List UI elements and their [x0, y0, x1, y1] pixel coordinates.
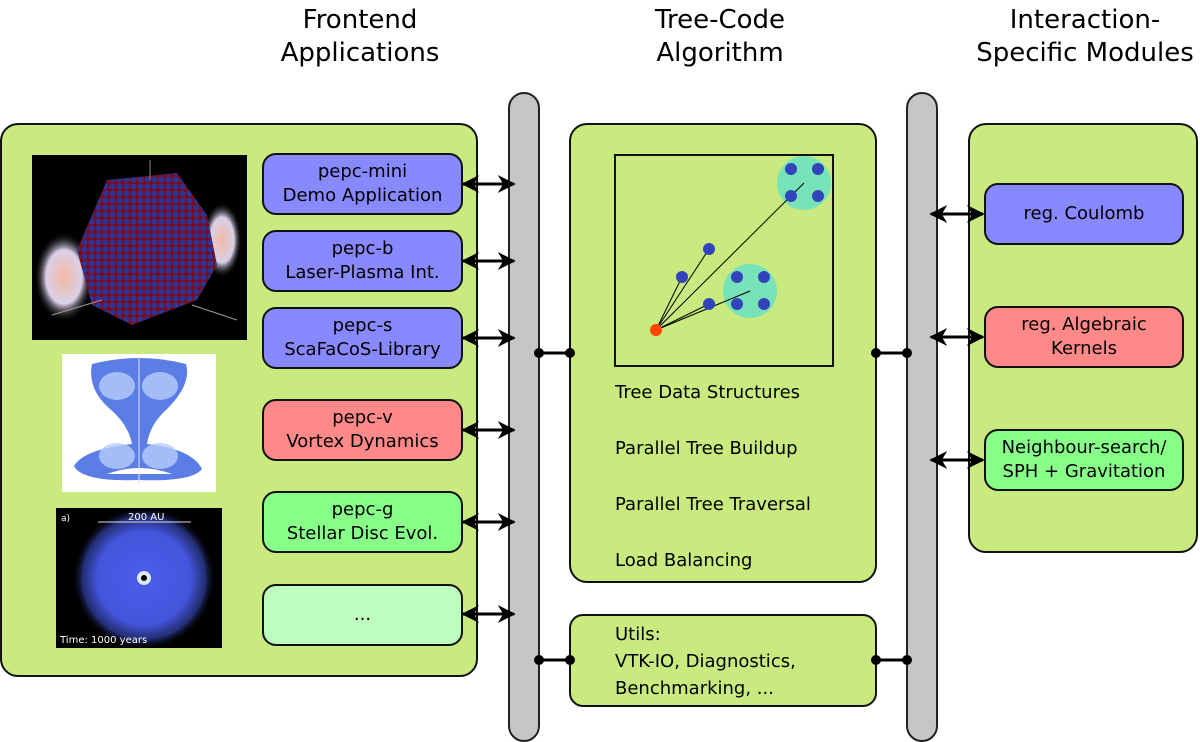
right-interface-bus	[906, 92, 938, 742]
crystal-render	[34, 160, 242, 325]
module-neighbour-search-sph[interactable]: Neighbour-search/ SPH + Gravitation	[984, 429, 1184, 491]
app-name: pepc-b	[331, 238, 394, 259]
app-desc: ScaFaCoS-Library	[284, 339, 441, 360]
module-label: SPH + Gravitation	[1002, 461, 1166, 482]
header-frontend-line1: Frontend	[302, 5, 418, 35]
utils-panel: Utils: VTK-IO, Diagnostics, Benchmarking…	[569, 614, 877, 707]
module-label: reg. Coulomb	[1023, 203, 1145, 224]
algo-parallel-tree-buildup: Parallel Tree Buildup	[615, 438, 798, 459]
particle-crystal	[77, 173, 217, 325]
particles	[676, 163, 824, 310]
app-pepc-b[interactable]: pepc-b Laser-Plasma Int.	[262, 230, 463, 292]
algo-tree-data-structures: Tree Data Structures	[615, 382, 801, 403]
module-reg-algebraic-kernels[interactable]: reg. Algebraic Kernels	[984, 306, 1184, 368]
interaction-line	[655, 248, 710, 331]
app-pepc-v[interactable]: pepc-v Vortex Dynamics	[262, 399, 463, 461]
header-tree-line2: Algorithm	[656, 38, 784, 68]
app-name: pepc-v	[332, 407, 393, 428]
app-desc: Demo Application	[282, 185, 443, 206]
algo-load-balancing: Load Balancing	[615, 550, 753, 571]
header-frontend-applications: Frontend Applications	[250, 4, 470, 70]
app-more[interactable]: ...	[262, 584, 463, 646]
interaction-line	[655, 276, 683, 331]
app-name: ...	[353, 604, 372, 625]
utils-line: VTK-IO, Diagnostics,	[615, 651, 796, 672]
app-pepc-mini[interactable]: pepc-mini Demo Application	[262, 153, 463, 215]
module-label: Kernels	[1051, 338, 1117, 359]
module-reg-coulomb[interactable]: reg. Coulomb	[984, 183, 1184, 245]
particle	[731, 298, 743, 310]
app-desc: Stellar Disc Evol.	[286, 523, 439, 544]
laser-plasma-crystal-image	[32, 155, 247, 340]
particle	[758, 298, 770, 310]
particle	[812, 190, 824, 202]
header-tree-code-algorithm: Tree-Code Algorithm	[610, 4, 830, 70]
tree-diagram	[650, 156, 831, 336]
particle	[676, 271, 688, 283]
particle	[812, 163, 824, 175]
utils-title: Utils:	[615, 624, 661, 645]
disc-scale-label: 200 AU	[128, 512, 164, 523]
header-frontend-line2: Applications	[280, 38, 440, 68]
interaction-line	[655, 303, 710, 331]
stellar-disc-image: a) 200 AU Time: 1000 years	[56, 508, 222, 648]
interaction-line	[655, 290, 751, 331]
vortex-render	[74, 356, 202, 484]
interaction-line	[655, 182, 805, 331]
disc-center	[141, 575, 147, 581]
particle	[785, 163, 797, 175]
app-desc: Laser-Plasma Int.	[285, 262, 440, 283]
app-name: pepc-g	[331, 499, 394, 520]
algo-parallel-tree-traversal: Parallel Tree Traversal	[615, 494, 811, 515]
particle	[731, 271, 743, 283]
vortex-shape	[74, 358, 202, 481]
particle	[703, 243, 715, 255]
module-label: reg. Algebraic	[1021, 314, 1147, 335]
header-interaction-line1: Interaction-	[1009, 5, 1161, 35]
left-interface-bus	[508, 92, 540, 742]
vortex-ring-image	[62, 354, 216, 492]
particle	[703, 298, 715, 310]
particle	[758, 271, 770, 283]
app-name: pepc-mini	[317, 161, 408, 182]
header-interaction-modules: Interaction- Specific Modules	[960, 4, 1200, 70]
app-desc: Vortex Dynamics	[286, 431, 439, 452]
disc-render: a) 200 AU Time: 1000 years	[59, 508, 216, 648]
app-pepc-g[interactable]: pepc-g Stellar Disc Evol.	[262, 491, 463, 553]
utils-text: Utils: VTK-IO, Diagnostics, Benchmarking…	[615, 621, 796, 702]
utils-line: Benchmarking, ...	[615, 678, 774, 699]
header-interaction-line2: Specific Modules	[976, 38, 1194, 68]
app-pepc-s[interactable]: pepc-s ScaFaCoS-Library	[262, 307, 463, 369]
header-tree-line1: Tree-Code	[654, 5, 786, 35]
app-name: pepc-s	[332, 315, 393, 336]
disc-panel-label: a)	[61, 514, 70, 524]
tree-code-panel	[569, 123, 877, 583]
source-particle	[650, 324, 662, 336]
disc-time-label: Time: 1000 years	[59, 635, 147, 646]
particle	[785, 190, 797, 202]
module-label: Neighbour-search/	[1001, 437, 1167, 458]
tree-diagram-frame	[614, 154, 834, 367]
